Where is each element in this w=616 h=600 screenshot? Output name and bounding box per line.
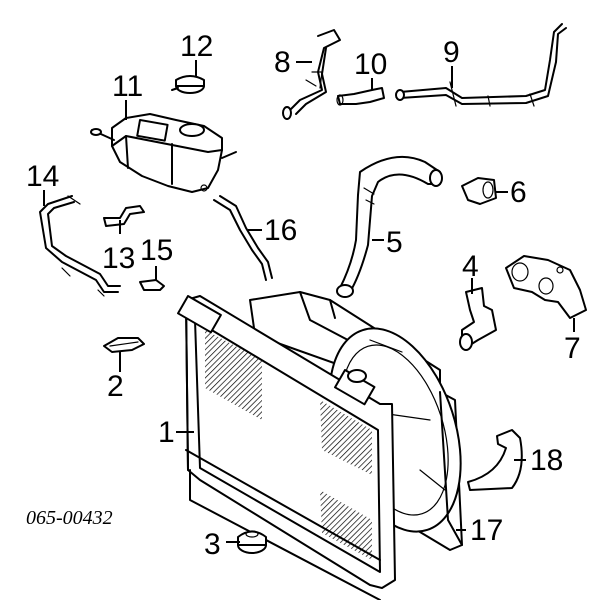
callout-14: 14 bbox=[26, 160, 59, 193]
callout-15: 15 bbox=[140, 234, 173, 267]
callout-12: 12 bbox=[180, 30, 213, 63]
leader-lines bbox=[43, 60, 575, 543]
callout-2: 2 bbox=[107, 370, 124, 403]
callout-6: 6 bbox=[510, 176, 527, 209]
figure-code: 065-00432 bbox=[26, 507, 113, 529]
callout-labels: 1 2 3 4 5 6 7 8 9 10 11 12 13 14 15 16 1… bbox=[26, 30, 581, 561]
callout-18: 18 bbox=[530, 444, 563, 477]
bypass-hose bbox=[336, 87, 385, 106]
callout-3: 3 bbox=[204, 528, 221, 561]
fan-guard bbox=[467, 429, 523, 491]
callout-4: 4 bbox=[462, 250, 479, 283]
water-inlet-housing bbox=[505, 255, 587, 319]
lower-hose bbox=[459, 287, 497, 351]
callout-10: 10 bbox=[354, 48, 387, 81]
bypass-pipe bbox=[282, 29, 341, 120]
callout-17: 17 bbox=[470, 514, 503, 547]
callout-8: 8 bbox=[274, 46, 291, 79]
hose-clip bbox=[139, 279, 165, 291]
upper-hose bbox=[336, 155, 443, 298]
callout-7: 7 bbox=[564, 332, 581, 365]
radiator bbox=[176, 295, 396, 600]
callout-11: 11 bbox=[112, 70, 143, 103]
callout-1: 1 bbox=[158, 416, 175, 449]
reservoir-cap bbox=[171, 75, 205, 94]
callout-13: 13 bbox=[102, 242, 135, 275]
reservoir-tank bbox=[90, 113, 237, 193]
rubber-mount bbox=[237, 530, 267, 554]
callout-16: 16 bbox=[264, 214, 297, 247]
reservoir-hose-long bbox=[213, 195, 273, 281]
bracket-clip bbox=[103, 337, 145, 353]
callout-5: 5 bbox=[386, 226, 403, 259]
overflow-pipe bbox=[39, 195, 121, 297]
reservoir-hose bbox=[103, 205, 145, 227]
water-pipe bbox=[395, 23, 567, 107]
callout-9: 9 bbox=[443, 36, 460, 69]
water-outlet bbox=[461, 177, 497, 205]
